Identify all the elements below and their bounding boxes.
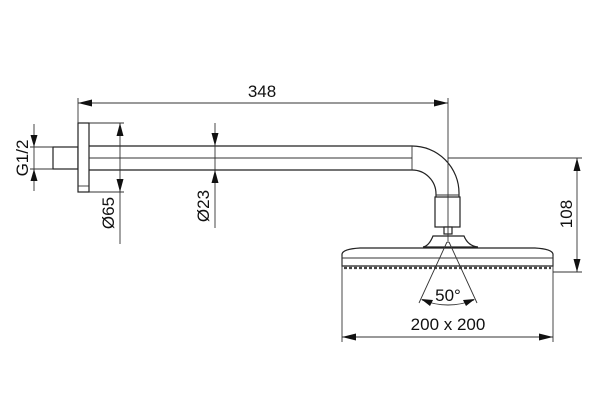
- shower-head: [341, 235, 554, 270]
- dim-pipe-diameter: Ø23: [194, 123, 219, 228]
- drop-height-label: 108: [557, 200, 576, 228]
- spray-angle-label: 50°: [435, 286, 461, 305]
- dim-drop-height: 108: [448, 157, 582, 273]
- shower-arm: [89, 145, 460, 197]
- flange-diameter-label: Ø65: [99, 197, 118, 229]
- connector-nut: [434, 196, 461, 235]
- dim-flange-diameter: Ø65: [89, 122, 124, 244]
- pipe-diameter-label: Ø23: [194, 190, 213, 222]
- dim-spray-angle: 50°: [418, 241, 478, 306]
- thread-label: G1/2: [13, 140, 32, 177]
- dim-arm-length: 348: [77, 82, 449, 243]
- dim-thread: G1/2: [13, 124, 53, 191]
- head-size-label: 200 x 200: [411, 315, 486, 334]
- dim-head-size: 200 x 200: [341, 256, 554, 342]
- dim-348-label: 348: [248, 82, 276, 101]
- thread-stub: [52, 146, 79, 170]
- wall-flange: [77, 122, 90, 193]
